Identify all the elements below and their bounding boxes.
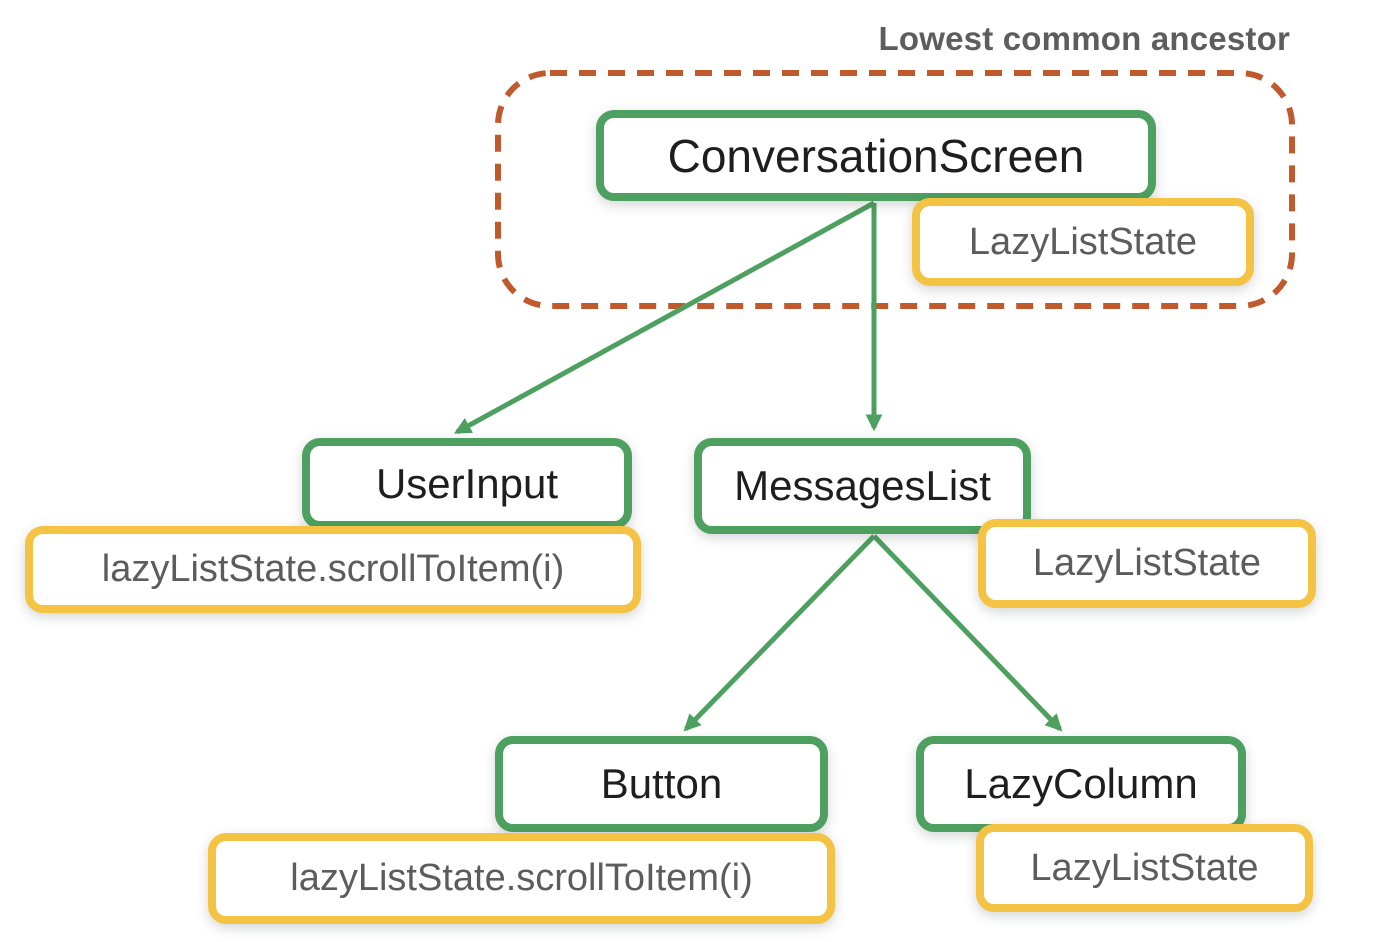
edge-messageslist-button: [683, 534, 876, 732]
node-lazy-column: LazyColumn: [916, 736, 1246, 832]
state-lazyliststate-lazy-column: LazyListState: [976, 824, 1313, 912]
node-conversation-screen: ConversationScreen: [596, 110, 1156, 201]
edge-conversationscreen-userinput: [454, 200, 876, 435]
node-messages-list: MessagesList: [694, 438, 1031, 534]
lowest-common-ancestor-label: Lowest common ancestor: [878, 20, 1290, 57]
call-scrolltoitem-user-input: lazyListState.scrollToItem(i): [25, 526, 641, 613]
call-scrolltoitem-button: lazyListState.scrollToItem(i): [208, 833, 835, 924]
node-user-input: UserInput: [302, 438, 632, 529]
edge-messageslist-lazycolumn: [872, 534, 1063, 732]
node-button: Button: [495, 736, 828, 832]
state-lazyliststate-messages-list: LazyListState: [978, 519, 1316, 608]
state-lazyliststate-conversation-screen: LazyListState: [912, 198, 1254, 286]
